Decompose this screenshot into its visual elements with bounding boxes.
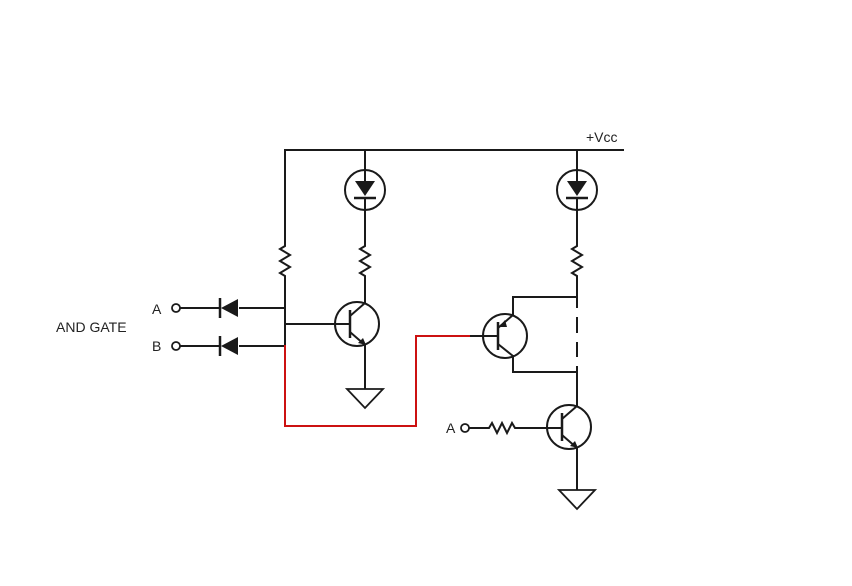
- q1-emitter-arrow: [358, 338, 366, 345]
- input-a-label: A: [152, 301, 162, 317]
- q1-collector: [349, 302, 366, 317]
- input-b-label: B: [152, 338, 161, 354]
- q2-collector: [497, 343, 514, 357]
- ground-right: [556, 489, 598, 511]
- led-mid: [344, 169, 386, 211]
- diode-a-triangle: [221, 299, 238, 317]
- wiring: [180, 149, 624, 491]
- input-a2-label: A: [446, 420, 456, 436]
- q2-emitter-arrow: [499, 320, 507, 327]
- diode-a: [218, 298, 238, 318]
- q3-collector: [561, 405, 578, 420]
- transistor-q2-pnp: [470, 313, 528, 359]
- terminal-a: [171, 303, 181, 313]
- ground-left: [344, 388, 386, 410]
- q3-emitter-arrow: [570, 441, 578, 448]
- gate-label: AND GATE: [56, 319, 127, 335]
- resistor-mid: [358, 241, 372, 281]
- led-mid-triangle: [355, 181, 375, 196]
- transistor-q1-npn: [334, 301, 380, 347]
- resistors: [278, 241, 584, 436]
- resistor-left: [278, 241, 292, 281]
- terminal-b: [171, 341, 181, 351]
- diode-b-triangle: [221, 337, 238, 355]
- resistor-right: [570, 241, 584, 281]
- highlight-wire: [284, 335, 471, 427]
- diode-b: [218, 336, 238, 356]
- resistor-input-a2: [485, 420, 519, 436]
- led-right: [556, 169, 598, 211]
- terminal-a2: [460, 423, 470, 433]
- transistor-q3-npn: [546, 404, 592, 450]
- led-right-triangle: [567, 181, 587, 196]
- vcc-label: +Vcc: [586, 129, 618, 145]
